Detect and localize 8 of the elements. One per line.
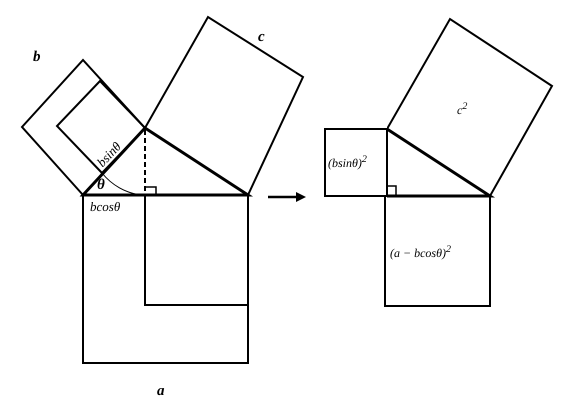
area-label: c$^{2}$ — [457, 102, 468, 116]
area-label: (bsinθ)$^{2}$ — [328, 155, 367, 169]
side-label: c — [258, 30, 265, 45]
side-label: b — [33, 50, 40, 65]
area-label: (a − bcosθ)$^{2}$ — [390, 245, 451, 259]
side-label: θ — [97, 178, 105, 193]
length-label: bcosθ — [90, 200, 120, 213]
side-label: a — [157, 384, 164, 399]
